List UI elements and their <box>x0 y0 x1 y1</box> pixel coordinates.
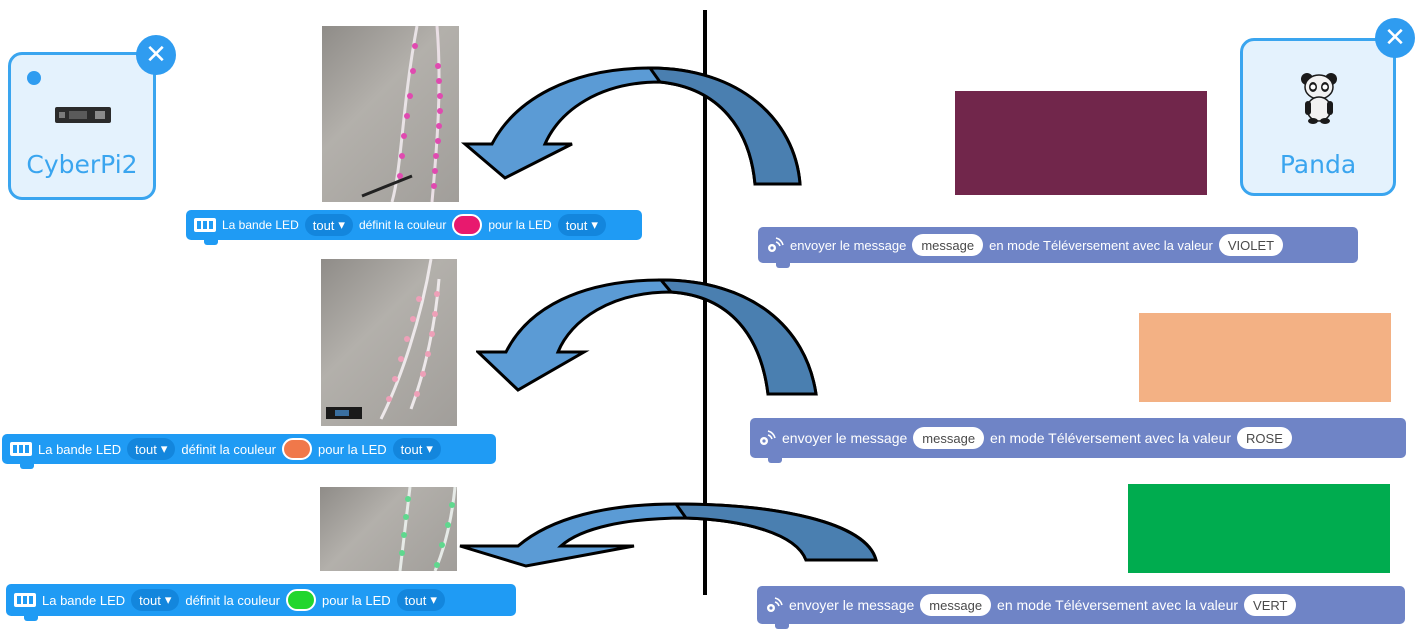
sprite-card-panda[interactable]: Panda <box>1240 38 1396 196</box>
led-index-dropdown[interactable]: tout▾ <box>396 589 445 611</box>
chevron-down-icon: ▾ <box>426 441 433 456</box>
send-message-block[interactable]: envoyer le message message en mode Télév… <box>757 586 1405 629</box>
led-strip-graphic <box>398 487 457 571</box>
sprite-card-cyberpi2[interactable]: CyberPi2 <box>8 52 156 200</box>
led-strip-photo <box>321 259 457 426</box>
led-index-dropdown[interactable]: tout▾ <box>557 214 606 236</box>
led-strip-block[interactable]: La bande LED tout▾ définit la couleur po… <box>2 434 496 469</box>
led-strip-graphic <box>361 26 443 202</box>
led-index-dropdown[interactable]: tout▾ <box>392 438 441 460</box>
broadcast-icon <box>768 237 784 252</box>
led-selector-dropdown[interactable]: tout▾ <box>304 214 353 236</box>
color-swatch-rose <box>1139 313 1391 402</box>
chevron-down-icon: ▾ <box>591 217 598 232</box>
curved-arrow <box>476 278 818 396</box>
block-label: La bande LED <box>38 441 122 457</box>
block-label: en mode Téléversement avec la valeur <box>997 597 1239 613</box>
led-strip-icon <box>194 218 216 232</box>
block-label: en mode Téléversement avec la valeur <box>990 430 1232 446</box>
block-label: envoyer le message <box>790 237 907 253</box>
block-label: pour la LED <box>488 218 552 232</box>
dropdown-value: tout <box>139 592 161 608</box>
color-picker[interactable] <box>452 214 483 236</box>
cyberpi-device-icon <box>55 107 111 123</box>
color-picker[interactable] <box>286 589 317 611</box>
close-icon[interactable]: ✕ <box>1375 18 1415 58</box>
block-label: La bande LED <box>222 218 299 232</box>
chevron-down-icon: ▾ <box>160 441 168 456</box>
block-label: pour la LED <box>322 592 391 608</box>
curved-arrow <box>460 66 802 186</box>
color-swatch-vert <box>1128 484 1390 573</box>
block-label: envoyer le message <box>782 430 908 446</box>
block-label: en mode Téléversement avec la valeur <box>989 237 1213 253</box>
dropdown-value: tout <box>565 217 588 233</box>
dropdown-value: tout <box>400 441 423 457</box>
block-label: définit la couleur <box>185 592 281 608</box>
block-label: La bande LED <box>42 592 126 608</box>
block-label: définit la couleur <box>181 441 277 457</box>
send-message-block[interactable]: envoyer le message message en mode Télév… <box>750 418 1406 463</box>
led-strip-block[interactable]: La bande LED tout▾ définit la couleur po… <box>186 210 642 245</box>
curved-arrow <box>459 502 878 568</box>
chevron-down-icon: ▾ <box>430 592 437 607</box>
block-label: définit la couleur <box>358 218 447 232</box>
color-picker[interactable] <box>282 438 313 460</box>
led-strip-icon <box>10 442 32 456</box>
broadcast-icon <box>760 430 776 445</box>
block-label: envoyer le message <box>789 597 915 613</box>
panda-icon <box>1301 73 1337 124</box>
block-label: pour la LED <box>318 441 387 457</box>
message-name-input[interactable]: message <box>913 427 985 449</box>
chevron-down-icon: ▾ <box>164 592 172 607</box>
message-name-input[interactable]: message <box>912 234 984 256</box>
color-swatch-violet <box>955 91 1207 195</box>
led-strip-block[interactable]: La bande LED tout▾ définit la couleur po… <box>6 584 516 621</box>
dropdown-value: tout <box>312 217 335 233</box>
led-strip-graphic <box>326 259 441 420</box>
broadcast-icon <box>767 597 783 612</box>
message-value-input[interactable]: VERT <box>1244 594 1297 616</box>
sprite-name: Panda <box>1279 150 1357 179</box>
led-strip-photo <box>322 26 459 202</box>
message-value-input[interactable]: VIOLET <box>1218 234 1284 256</box>
active-dot <box>27 71 41 85</box>
dropdown-value: tout <box>135 441 157 457</box>
message-name-input[interactable]: message <box>920 594 992 616</box>
led-selector-dropdown[interactable]: tout▾ <box>127 438 176 460</box>
led-strip-icon <box>14 593 36 607</box>
sprite-name: CyberPi2 <box>26 150 138 179</box>
led-strip-photo <box>320 487 457 571</box>
message-value-input[interactable]: ROSE <box>1237 427 1292 449</box>
divider-line <box>703 10 707 595</box>
dropdown-value: tout <box>404 592 427 608</box>
led-selector-dropdown[interactable]: tout▾ <box>131 589 180 611</box>
close-icon[interactable]: ✕ <box>136 35 176 75</box>
send-message-block[interactable]: envoyer le message message en mode Télév… <box>758 227 1358 268</box>
chevron-down-icon: ▾ <box>338 217 345 232</box>
